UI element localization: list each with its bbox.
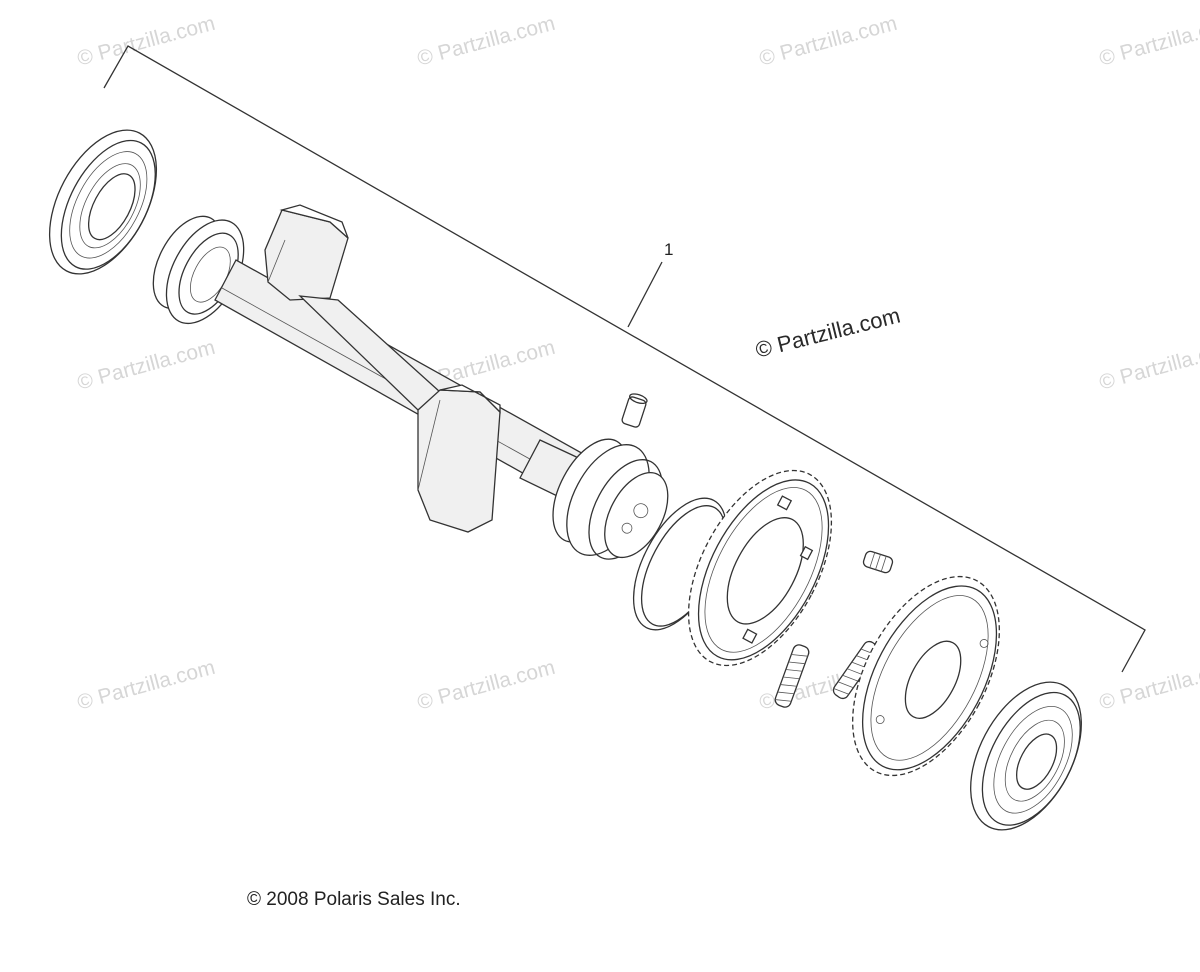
copyright-notice: © 2008 Polaris Sales Inc. <box>247 889 461 910</box>
callout-number: 1 <box>664 240 674 259</box>
shaft-hub-end <box>552 438 669 560</box>
crankshaft <box>214 204 613 533</box>
assembly-bracket <box>103 45 1146 673</box>
spring-1 <box>774 644 810 708</box>
drive-gear <box>687 469 833 667</box>
set-screw <box>862 550 894 574</box>
callout-leader <box>627 261 663 328</box>
dowel-pin <box>621 393 648 428</box>
driven-gear <box>852 575 1000 777</box>
left-bearing <box>48 129 158 275</box>
right-bearing <box>970 681 1082 831</box>
